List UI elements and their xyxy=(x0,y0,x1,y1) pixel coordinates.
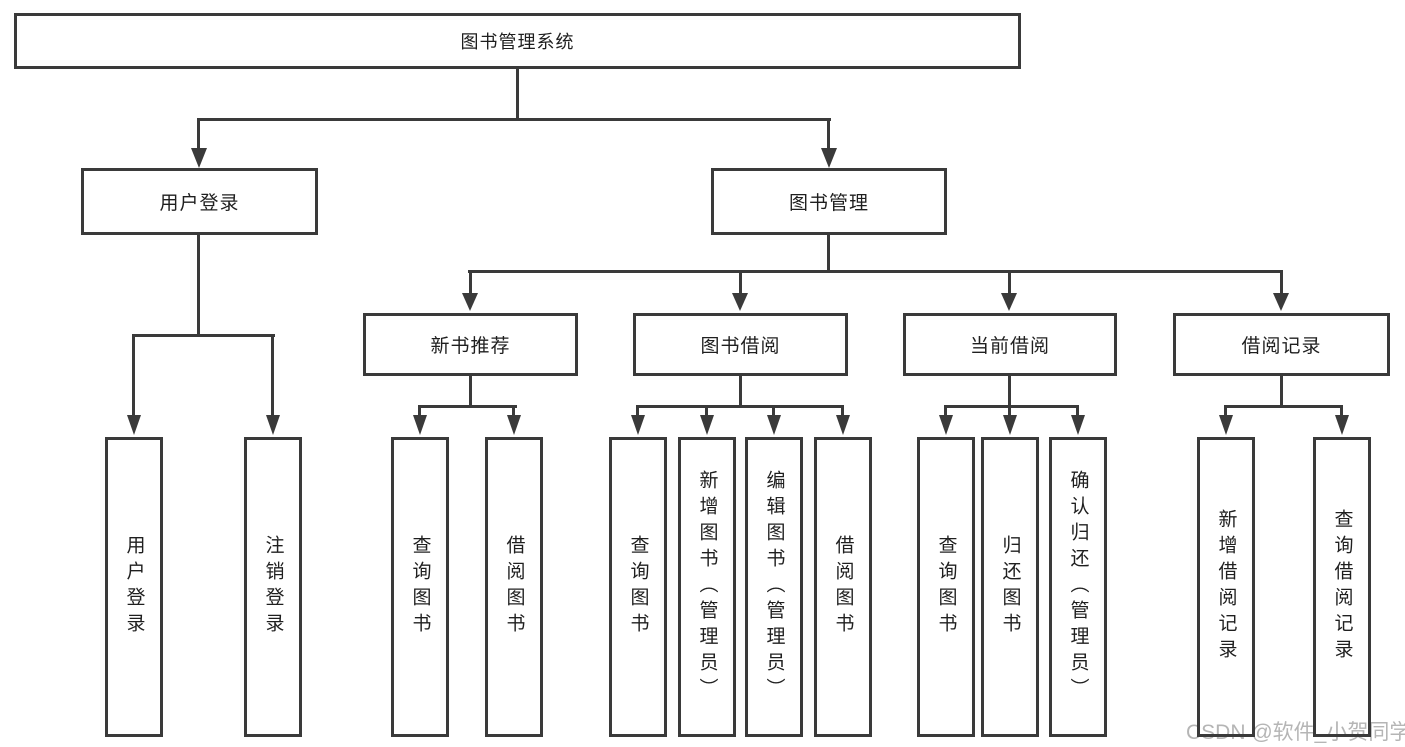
connector-to-recommend xyxy=(469,270,472,295)
arrowhead-leaf xyxy=(507,415,521,435)
arrowhead-leaf xyxy=(1219,415,1233,435)
arrowhead-leaf xyxy=(700,415,714,435)
connector-leaf xyxy=(841,405,844,417)
arrowhead-records xyxy=(1273,293,1289,311)
arrowhead-leaf xyxy=(413,415,427,435)
leaf-borrow-books: 借阅图书 xyxy=(814,437,872,737)
arrowhead-user-login xyxy=(191,148,207,168)
connector-to-leaf-logout xyxy=(271,334,274,417)
node-book-management: 图书管理 xyxy=(711,168,947,235)
connector-current-branch xyxy=(944,405,1079,408)
arrowhead-leaf xyxy=(1071,415,1085,435)
connector-leaf xyxy=(512,405,515,417)
connector-level1-branch xyxy=(197,118,831,121)
leaf-query-books-borrow: 查询图书 xyxy=(609,437,667,737)
arrowhead-leaf xyxy=(1335,415,1349,435)
connector-leaf xyxy=(772,405,775,417)
connector-recommend-branch xyxy=(418,405,517,408)
connector-to-leaf-login xyxy=(132,334,135,417)
arrowhead-leaf xyxy=(631,415,645,435)
arrowhead-leaf xyxy=(767,415,781,435)
leaf-confirm-return-admin: 确认归还（管理员） xyxy=(1049,437,1107,737)
connector-records-branch xyxy=(1224,405,1343,408)
connector-borrow-branch xyxy=(636,405,844,408)
arrowhead-leaf xyxy=(939,415,953,435)
connector-level3-branch xyxy=(468,270,1283,273)
connector-to-borrow xyxy=(739,270,742,295)
node-current-borrow: 当前借阅 xyxy=(903,313,1117,376)
arrowhead-current xyxy=(1001,293,1017,311)
connector-recommend-stem xyxy=(469,376,472,407)
connector-user-login-stem xyxy=(197,234,200,337)
leaf-add-borrow-record: 新增借阅记录 xyxy=(1197,437,1255,737)
arrowhead-borrow xyxy=(732,293,748,311)
connector-to-records xyxy=(1280,270,1283,295)
connector-user-login-branch xyxy=(132,334,275,337)
leaf-query-books-recommend: 查询图书 xyxy=(391,437,449,737)
connector-leaf xyxy=(1076,405,1079,417)
connector-leaf xyxy=(418,405,421,417)
node-root-system: 图书管理系统 xyxy=(14,13,1021,69)
connector-leaf xyxy=(1340,405,1343,417)
leaf-return-books: 归还图书 xyxy=(981,437,1039,737)
leaf-query-borrow-record: 查询借阅记录 xyxy=(1313,437,1371,737)
connector-leaf xyxy=(1008,405,1011,417)
connector-book-management-stem xyxy=(827,234,830,273)
leaf-edit-books-admin: 编辑图书（管理员） xyxy=(745,437,803,737)
connector-leaf xyxy=(1224,405,1227,417)
arrowhead-leaf-logout xyxy=(266,415,280,435)
connector-records-stem xyxy=(1280,376,1283,407)
connector-to-book-management xyxy=(827,118,830,151)
arrowhead-recommend xyxy=(462,293,478,311)
connector-to-current xyxy=(1008,270,1011,295)
node-borrow-records: 借阅记录 xyxy=(1173,313,1390,376)
arrowhead-leaf xyxy=(1003,415,1017,435)
leaf-borrow-books-recommend: 借阅图书 xyxy=(485,437,543,737)
connector-root-stem xyxy=(516,68,519,121)
arrowhead-book-management xyxy=(821,148,837,168)
connector-leaf xyxy=(636,405,639,417)
csdn-watermark: CSDN @软件_小贺同学 xyxy=(1186,721,1405,744)
node-new-book-recommend: 新书推荐 xyxy=(363,313,578,376)
node-user-login: 用户登录 xyxy=(81,168,318,235)
arrowhead-leaf xyxy=(836,415,850,435)
leaf-user-login: 用户登录 xyxy=(105,437,163,737)
arrowhead-leaf-login xyxy=(127,415,141,435)
node-book-borrow: 图书借阅 xyxy=(633,313,848,376)
leaf-add-books-admin: 新增图书（管理员） xyxy=(678,437,736,737)
connector-leaf xyxy=(705,405,708,417)
connector-borrow-stem xyxy=(739,376,742,407)
leaf-query-books-current: 查询图书 xyxy=(917,437,975,737)
leaf-logout: 注销登录 xyxy=(244,437,302,737)
connector-leaf xyxy=(944,405,947,417)
connector-current-stem xyxy=(1008,376,1011,407)
connector-to-user-login xyxy=(197,118,200,151)
